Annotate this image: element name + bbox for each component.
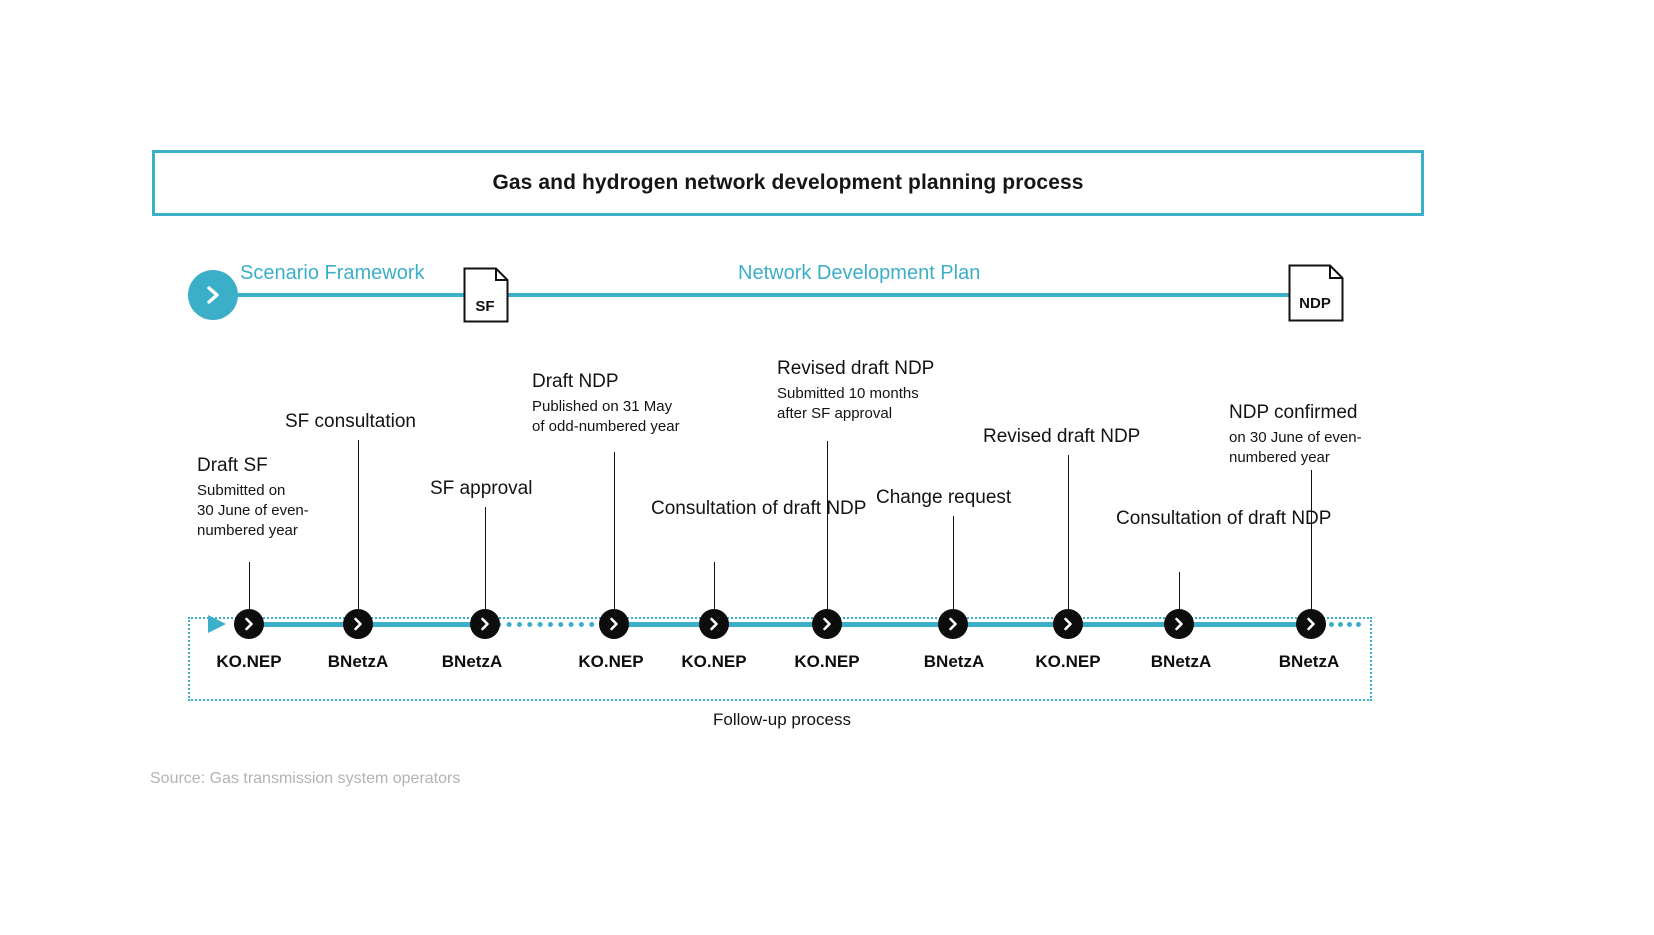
chevron-right-icon — [241, 616, 257, 632]
timeline-node-label-4: KO.NEP — [578, 652, 644, 671]
milestone-subtitle: Submitted on 30 June of even- numbered y… — [197, 481, 309, 540]
timeline-node-3[interactable] — [470, 609, 500, 639]
leader-line-ndp-confirmed — [1311, 470, 1312, 620]
milestone-consultation-draft-ndp-2: Consultation of draft NDP — [1116, 508, 1331, 530]
process-start-marker — [188, 270, 238, 320]
milestone-title: Consultation of draft NDP — [1116, 508, 1332, 529]
follow-up-process-boundary — [188, 617, 1372, 701]
ndp-document-icon: NDP — [1288, 264, 1344, 322]
leader-line-change-request — [953, 516, 954, 620]
chevron-right-icon — [706, 616, 722, 632]
leader-line-sf-consultation — [358, 440, 359, 620]
milestone-draft-sf: Draft SF Submitted on 30 June of even- n… — [197, 455, 309, 542]
milestone-title: Consultation of draft NDP — [651, 498, 867, 519]
milestone-revised-draft-ndp-1: Revised draft NDP Submitted 10 months af… — [777, 358, 934, 424]
timeline-node-label-7: BNetzA — [923, 652, 985, 671]
milestone-change-request: Change request — [876, 487, 1011, 509]
timeline-node-label-2: BNetzA — [327, 652, 389, 671]
milestone-title: SF consultation — [285, 411, 416, 432]
chevron-right-icon — [477, 616, 493, 632]
chevron-right-icon — [1171, 616, 1187, 632]
milestone-subtitle: Published on 31 May of odd-numbered year — [532, 397, 680, 436]
milestone-title: Revised draft NDP — [777, 358, 935, 379]
follow-up-process-label: Follow-up process — [713, 710, 851, 729]
title-banner: Gas and hydrogen network development pla… — [152, 150, 1424, 216]
phase-label-scenario-framework: Scenario Framework — [240, 262, 425, 284]
milestone-draft-ndp: Draft NDP Published on 31 May of odd-num… — [532, 371, 680, 437]
milestone-title: Draft NDP — [532, 371, 619, 392]
chevron-right-icon — [945, 616, 961, 632]
timeline-segment-2 — [614, 622, 954, 627]
timeline-node-label-10: BNetzA — [1278, 652, 1340, 671]
milestone-title: Change request — [876, 487, 1012, 508]
leader-line-draft-sf — [249, 562, 250, 620]
milestone-sf-approval: SF approval — [430, 478, 532, 500]
milestone-consultation-draft-ndp-1: Consultation of draft NDP — [651, 498, 866, 520]
timeline-node-label-9: BNetzA — [1150, 652, 1212, 671]
ndp-document-label: NDP — [1299, 295, 1331, 312]
phase-band: Scenario Framework Network Development P… — [188, 262, 1348, 332]
chevron-right-icon — [350, 616, 366, 632]
page-title: Gas and hydrogen network development pla… — [492, 171, 1084, 194]
leader-line-consultation-2 — [1179, 572, 1180, 620]
sf-document-label: SF — [475, 298, 495, 315]
leader-line-revised-draft-ndp-1 — [827, 441, 828, 620]
milestone-subtitle: on 30 June of even- numbered year — [1229, 428, 1362, 467]
phase-label-network-development-plan: Network Development Plan — [738, 262, 981, 284]
timeline-node-label-6: KO.NEP — [794, 652, 860, 671]
milestone-ndp-confirmed: NDP confirmed on 30 June of even- number… — [1229, 402, 1362, 468]
timeline-node-8[interactable] — [1053, 609, 1083, 639]
chevron-right-icon — [1060, 616, 1076, 632]
sf-document-icon: SF — [463, 267, 509, 323]
leader-line-draft-ndp — [614, 452, 615, 620]
timeline-node-label-3: BNetzA — [441, 652, 503, 671]
timeline-node-9[interactable] — [1164, 609, 1194, 639]
milestone-title: Revised draft NDP — [983, 426, 1141, 447]
timeline-node-2[interactable] — [343, 609, 373, 639]
timeline-node-1[interactable] — [234, 609, 264, 639]
chevron-right-icon — [606, 616, 622, 632]
milestone-sf-consultation: SF consultation — [285, 411, 416, 433]
leader-line-sf-approval — [485, 507, 486, 620]
milestone-subtitle: Submitted 10 months after SF approval — [777, 384, 919, 423]
leader-line-revised-draft-ndp-2 — [1068, 455, 1069, 620]
timeline-node-4[interactable] — [599, 609, 629, 639]
timeline-node-10[interactable] — [1296, 609, 1326, 639]
chevron-right-icon — [202, 284, 224, 306]
chevron-right-icon — [1303, 616, 1319, 632]
source-note: Source: Gas transmission system operator… — [150, 770, 461, 787]
timeline-node-7[interactable] — [938, 609, 968, 639]
timeline-segment-3 — [953, 622, 1312, 627]
timeline-segment-dotted-1 — [486, 622, 615, 627]
phase-connector-line — [218, 293, 1340, 297]
leader-line-consultation-1 — [714, 562, 715, 620]
timeline-start-arrow-icon — [208, 615, 226, 633]
timeline-node-label-5: KO.NEP — [681, 652, 747, 671]
timeline-node-5[interactable] — [699, 609, 729, 639]
timeline-segment-dotted-2 — [1311, 622, 1361, 627]
milestone-title: Draft SF — [197, 455, 268, 476]
milestone-title: NDP confirmed — [1229, 402, 1358, 423]
milestone-title: SF approval — [430, 478, 533, 499]
timeline-node-label-8: KO.NEP — [1035, 652, 1101, 671]
chevron-right-icon — [819, 616, 835, 632]
milestone-revised-draft-ndp-2: Revised draft NDP — [983, 426, 1140, 448]
timeline-node-6[interactable] — [812, 609, 842, 639]
timeline-node-label-1: KO.NEP — [216, 652, 282, 671]
